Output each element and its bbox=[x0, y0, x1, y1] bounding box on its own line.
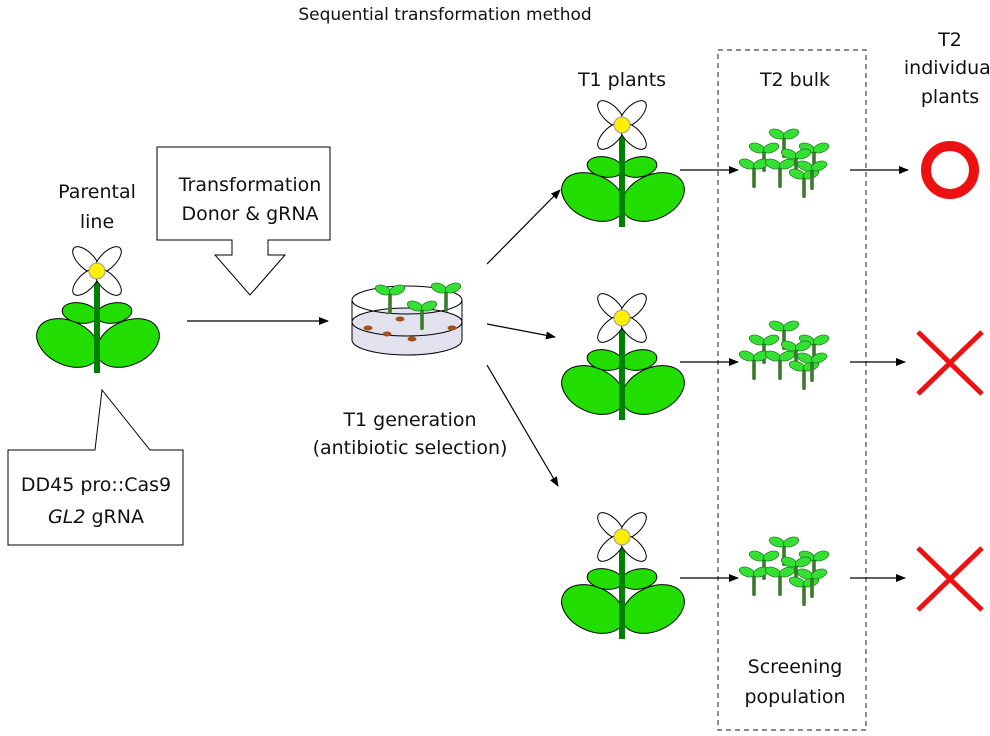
arrow-to-t1-plant-1 bbox=[486, 189, 561, 265]
parental-plant-icon bbox=[28, 241, 168, 378]
t1-plant-icon bbox=[553, 507, 693, 644]
t2-individual-header-3: plants bbox=[921, 86, 979, 108]
petri-dish-icon bbox=[351, 280, 463, 356]
seedling-cluster-icon bbox=[738, 535, 830, 606]
t2-individual-header-1: T2 bbox=[937, 29, 962, 51]
arrow-to-t1-plant-2 bbox=[486, 323, 556, 340]
t1-plant-icon bbox=[553, 288, 693, 425]
transformation-callout bbox=[156, 146, 331, 296]
seedling-cluster-icon bbox=[738, 319, 830, 390]
construct-callout bbox=[7, 388, 184, 546]
t1-plant-icon bbox=[553, 95, 693, 232]
screening-label-1: Screening bbox=[748, 656, 843, 678]
screening-label-2: population bbox=[744, 686, 845, 708]
construct-line-1: DD45 pro::Cas9 bbox=[21, 474, 171, 496]
construct-line-2: GL2 gRNA bbox=[48, 506, 144, 528]
cross-icon bbox=[916, 330, 984, 396]
transformation-line-2: Donor & gRNA bbox=[181, 203, 318, 225]
screening-population-box bbox=[717, 49, 867, 731]
t2-individual-header-2: individual bbox=[904, 57, 990, 79]
t1-generation-label-1: T1 generation bbox=[342, 409, 476, 431]
transformation-line-1: Transformation bbox=[178, 174, 322, 196]
cross-icon bbox=[916, 546, 984, 612]
arrow-to-t1-plant-3 bbox=[486, 364, 559, 487]
parental-label-2: line bbox=[80, 211, 114, 233]
diagram-title: Sequential transformation method bbox=[298, 5, 591, 25]
t1-plants-header: T1 plants bbox=[577, 69, 666, 91]
circle-icon bbox=[921, 141, 979, 199]
t1-generation-label-2: (antibiotic selection) bbox=[313, 437, 508, 459]
seedling-cluster-icon bbox=[738, 127, 830, 198]
parental-label-1: Parental bbox=[58, 181, 136, 203]
t2-bulk-header: T2 bulk bbox=[759, 69, 830, 91]
